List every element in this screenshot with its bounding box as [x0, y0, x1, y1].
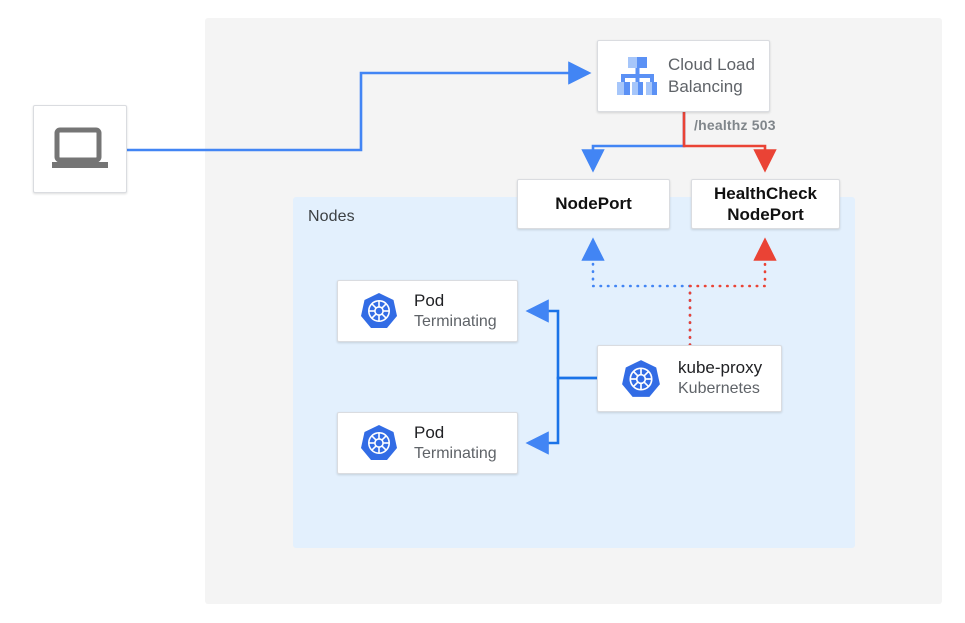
pod-title-1: Pod [414, 290, 445, 310]
kubernetes-icon [344, 291, 414, 331]
cloud-load-balancing-node[interactable]: Cloud Load Balancing [597, 40, 770, 112]
kubernetes-icon [344, 423, 414, 463]
client-node[interactable] [33, 105, 127, 193]
nodeport-label: NodePort [555, 194, 632, 214]
healthcheck-nodeport-label: HealthCheck NodePort [714, 183, 817, 226]
pod-status-2: Terminating [414, 444, 497, 462]
cloud-load-balancing-icon [606, 54, 668, 98]
cloud-load-balancing-title-line1: Cloud Load [668, 54, 755, 74]
pod-title-2: Pod [414, 422, 445, 442]
nodeport-node[interactable]: NodePort [517, 179, 670, 229]
pod-label-1: Pod Terminating [414, 290, 497, 333]
kube-proxy-subtitle: Kubernetes [678, 380, 760, 398]
kube-proxy-title: kube-proxy [678, 358, 763, 378]
cloud-load-balancing-title-line2: Balancing [668, 77, 743, 96]
cloud-load-balancing-label: Cloud Load Balancing [668, 54, 755, 98]
pod-node-2[interactable]: Pod Terminating [337, 412, 518, 474]
healthz-edge-label: /healthz 503 [694, 117, 776, 133]
kube-proxy-node[interactable]: kube-proxy Kubernetes [597, 345, 782, 412]
laptop-icon [51, 127, 109, 171]
healthcheck-nodeport-node[interactable]: HealthCheck NodePort [691, 179, 840, 229]
healthcheck-nodeport-label-line2: NodePort [727, 205, 804, 224]
kubernetes-icon [604, 358, 678, 400]
pod-label-2: Pod Terminating [414, 422, 497, 465]
nodes-region-label: Nodes [308, 208, 355, 225]
healthcheck-nodeport-label-line1: HealthCheck [714, 183, 817, 203]
pod-node-1[interactable]: Pod Terminating [337, 280, 518, 342]
kube-proxy-label: kube-proxy Kubernetes [678, 357, 762, 400]
pod-status-1: Terminating [414, 312, 497, 330]
